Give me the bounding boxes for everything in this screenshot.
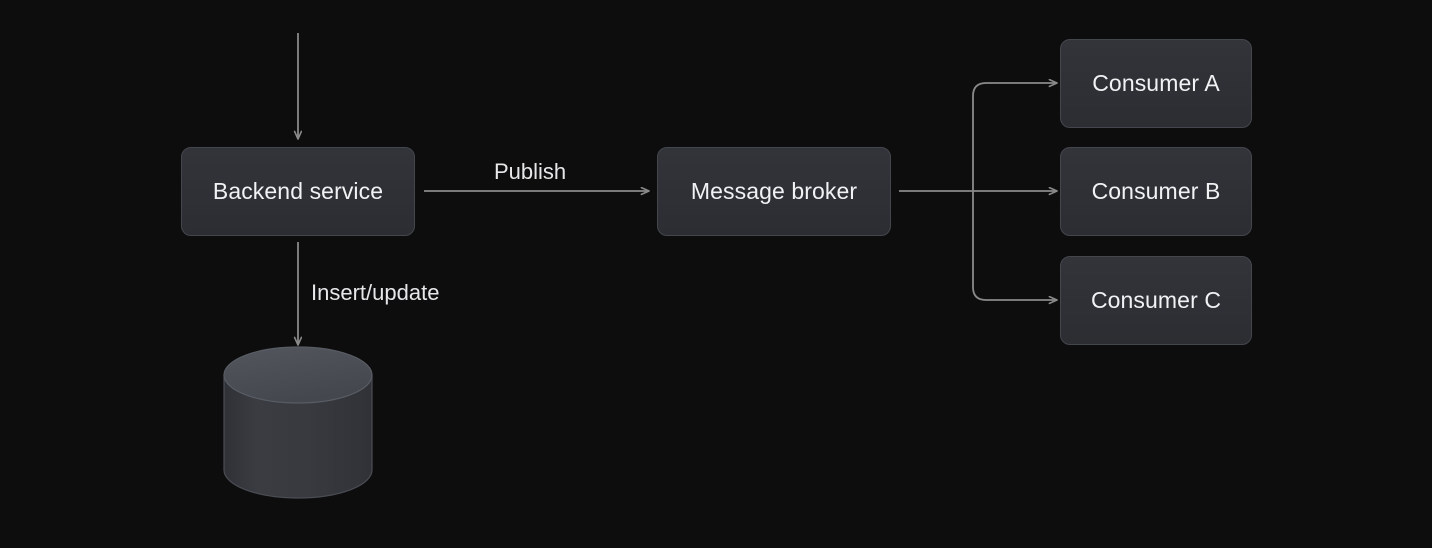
node-consumer-a-label: Consumer A <box>1092 70 1220 96</box>
connector-junction-to-consumer-c <box>972 191 1057 300</box>
node-backend-service-label: Backend service <box>212 178 384 204</box>
edge-label-publish: Publish <box>494 159 567 184</box>
node-consumer-b-label: Consumer B <box>1091 178 1221 204</box>
edge-label-insert-update: Insert/update <box>311 280 440 305</box>
node-consumer-b[interactable]: Consumer B <box>1060 147 1252 236</box>
connector-junction-to-consumer-a <box>972 83 1057 191</box>
node-consumer-c[interactable]: Consumer C <box>1060 256 1252 345</box>
node-consumer-c-label: Consumer C <box>1090 287 1222 313</box>
node-message-broker-label: Message broker <box>690 178 858 204</box>
node-backend-service[interactable]: Backend service <box>181 147 415 236</box>
node-message-broker[interactable]: Message broker <box>657 147 891 236</box>
node-consumer-a[interactable]: Consumer A <box>1060 39 1252 128</box>
database-cylinder <box>223 346 373 499</box>
